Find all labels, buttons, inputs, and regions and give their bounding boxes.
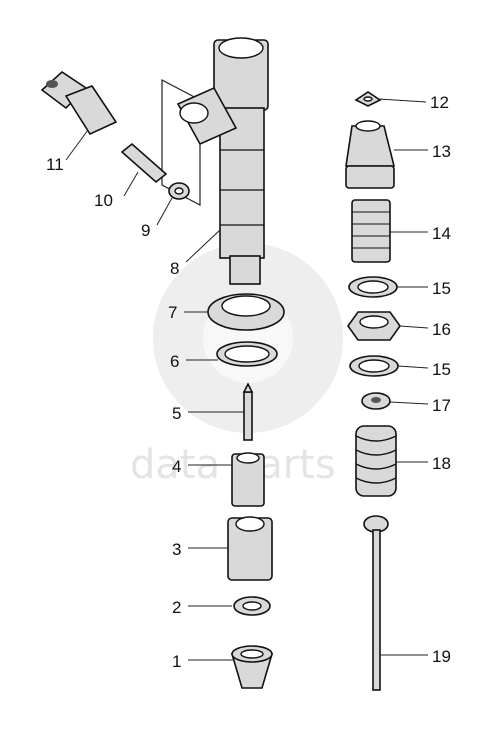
part-15-washer-upper: [348, 276, 398, 298]
callout-11: 11: [46, 155, 64, 174]
part-17-spring-seat: [361, 392, 391, 410]
part-16-lock-nut: [347, 311, 401, 341]
part-18-spring: [355, 425, 397, 497]
part-13-cap: [345, 120, 396, 189]
part-3-cap-nut: [227, 516, 273, 581]
callout-7: 7: [168, 303, 177, 322]
callout-9: 9: [141, 221, 150, 240]
callout-6: 6: [170, 352, 179, 371]
callout-12: 12: [430, 93, 449, 112]
callout-17: 17: [432, 396, 451, 415]
part-9-washer: [168, 182, 190, 200]
part-10-pin: [120, 142, 168, 184]
part-15-washer-lower: [349, 355, 399, 377]
part-14-adjusting-screw: [351, 199, 391, 263]
callout-8: 8: [170, 259, 179, 278]
part-1-tip: [230, 645, 274, 689]
part-5-needle: [242, 382, 254, 441]
callout-14: 14: [432, 224, 451, 243]
callout-3: 3: [172, 540, 181, 559]
part-12-washer: [354, 91, 382, 107]
part-7-ring: [207, 293, 285, 331]
callout-4: 4: [172, 457, 181, 476]
part-8-injector-body: [176, 37, 269, 285]
part-4-nozzle: [231, 452, 265, 507]
part-11-fitting: [40, 70, 118, 136]
callout-19: 19: [432, 647, 451, 666]
callout-18: 18: [432, 454, 451, 473]
part-2-washer: [233, 596, 271, 616]
callout-15-lower: 15: [432, 360, 451, 379]
callout-labels: 1 2 3 4 5 6 7 8 9 10 11 12 13 14 15 16 1…: [46, 93, 451, 671]
part-19-push-rod: [363, 515, 389, 691]
callout-10: 10: [94, 191, 113, 210]
part-6-seal-ring: [216, 341, 278, 367]
callout-2: 2: [172, 598, 181, 617]
callout-5: 5: [172, 404, 181, 423]
callout-16: 16: [432, 320, 451, 339]
callout-1: 1: [172, 652, 181, 671]
mounting-plate: [161, 79, 201, 206]
callout-15-upper: 15: [432, 279, 451, 298]
callout-13: 13: [432, 142, 451, 161]
leader-lines: [65, 98, 429, 661]
